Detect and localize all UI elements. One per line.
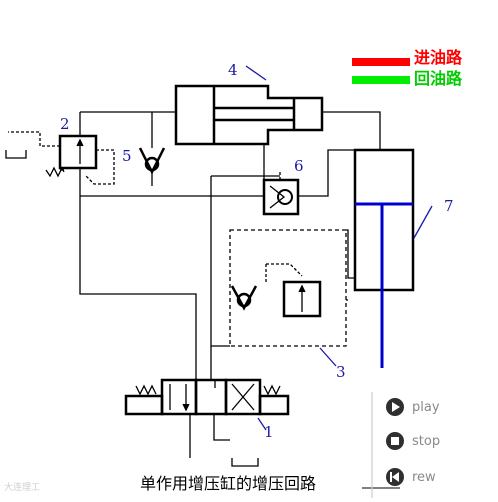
legend-supply-swatch <box>352 58 410 66</box>
rewind-icon <box>386 468 404 486</box>
booster-cylinder-4 <box>174 65 324 146</box>
legend-supply-label: 进油路 <box>414 48 463 67</box>
label-component-7: 7 <box>444 197 454 215</box>
label-component-3: 3 <box>336 363 346 381</box>
relief-valve-2 <box>5 131 115 185</box>
working-cylinder-7 <box>353 148 433 368</box>
legend-return-swatch <box>352 76 410 84</box>
check-valve-5 <box>138 147 166 175</box>
stop-label: stop <box>412 433 441 449</box>
legend-return-label: 回油路 <box>414 69 463 88</box>
label-component-1: 1 <box>264 423 274 441</box>
play-button[interactable]: play <box>386 396 466 418</box>
diagram-caption: 单作用增压缸的增压回路 <box>140 474 317 493</box>
play-icon <box>386 398 404 416</box>
rew-label: rew <box>412 469 436 485</box>
rew-button[interactable]: rew <box>386 466 466 488</box>
valve-group-3 <box>229 229 347 367</box>
label-component-5: 5 <box>122 147 132 165</box>
label-component-6: 6 <box>294 157 304 175</box>
stop-button[interactable]: stop <box>386 430 466 452</box>
label-component-2: 2 <box>60 115 70 133</box>
play-label: play <box>412 399 440 415</box>
pilot-check-valve-6 <box>262 172 300 216</box>
piping <box>79 111 400 498</box>
label-component-4: 4 <box>228 61 238 79</box>
watermark: 大连理工 <box>4 483 41 493</box>
stop-icon <box>386 432 404 450</box>
